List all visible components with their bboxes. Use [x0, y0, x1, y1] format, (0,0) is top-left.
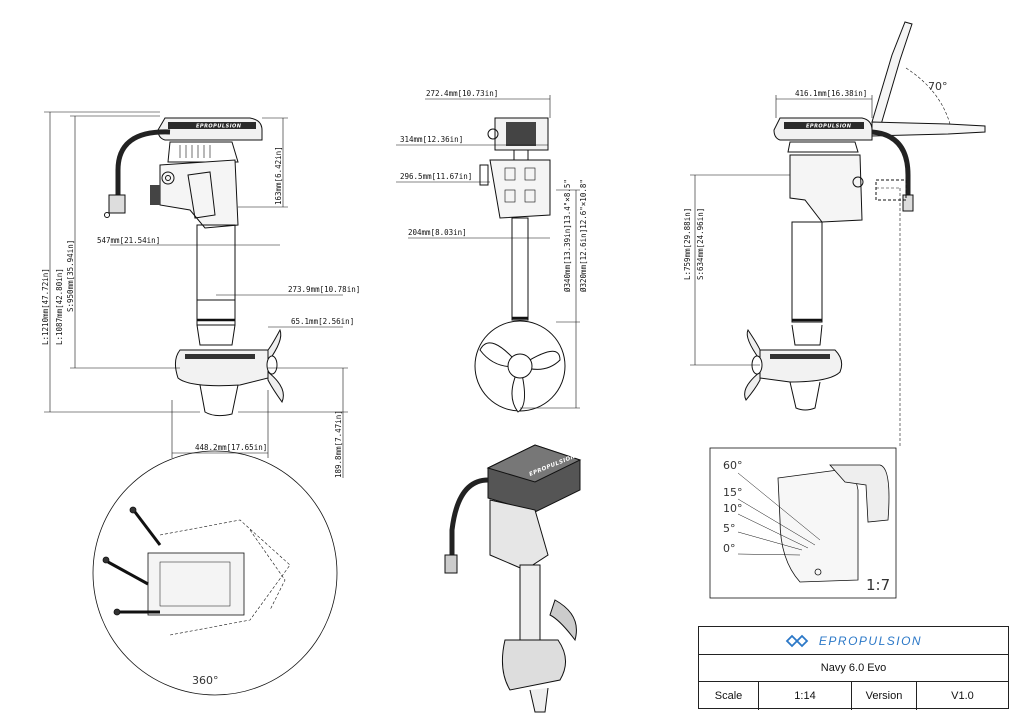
dim-skeg-height: 189.8mm[7.47in]: [334, 410, 343, 478]
detail-angle-5: 5°: [723, 522, 736, 535]
scale-label: Scale: [699, 682, 759, 710]
dim-overall-length: L:1210mm[47.72in]: [41, 268, 50, 345]
side-view: EPROPULSION: [104, 117, 284, 417]
dim-bracket-width: 204mm[8.03in]: [408, 228, 467, 237]
dim-length-l: L:1087mm[42.80in]: [55, 268, 64, 345]
dim-clamp-width: 296.5mm[11.67in]: [400, 172, 472, 181]
motor-brand-side: EPROPULSION: [196, 124, 242, 130]
detail-angle-60: 60°: [723, 459, 743, 472]
version-value: V1.0: [951, 690, 974, 702]
scale-value: 1:14: [759, 682, 852, 710]
tilt-view: EPROPULSION: [744, 21, 986, 411]
dim-clamp-depth: 547mm[21.54in]: [97, 236, 160, 245]
version-label: Version: [852, 682, 917, 710]
dim-tilt-angle: 70°: [928, 80, 948, 93]
iso-view: EPROPULSION: [444, 444, 582, 713]
title-block-model: Navy 6.0 Evo: [699, 655, 1008, 682]
tilt-view-dimensions: [690, 67, 951, 448]
dim-upper-height: 163mm[6.42in]: [274, 146, 283, 205]
motor-brand-tilt: EPROPULSION: [806, 124, 852, 130]
dim-top-width: 272.4mm[10.73in]: [426, 89, 498, 98]
detail-angle-10: 10°: [723, 502, 743, 515]
title-block-logo-row: EPROPULSION: [699, 627, 1008, 655]
dim-shaft-l: L:759mm[29.88in]: [683, 208, 692, 280]
dim-prop-offset: 65.1mm[2.56in]: [291, 317, 354, 326]
dim-prop-diameter-s: Ø320mm[12.6in]12.6"×10.8": [579, 179, 588, 292]
title-block: EPROPULSION Navy 6.0 Evo Scale 1:14 Vers…: [698, 626, 1009, 710]
detail-angle-15: 15°: [723, 486, 743, 499]
rotation-top-view: [92, 450, 338, 696]
epropulsion-logo-icon: [785, 634, 809, 647]
rotation-label: 360°: [192, 674, 219, 687]
dim-shaft-offset: 273.9mm[10.78in]: [288, 285, 360, 294]
dim-tilt-width: 416.1mm[16.38in]: [795, 89, 867, 98]
trim-angle-detail: [709, 447, 897, 599]
dim-total-depth: 448.2mm[17.65in]: [195, 443, 267, 452]
side-view-dimensions: [44, 111, 348, 478]
detail-angle-0: 0°: [723, 542, 736, 555]
detail-scale: 1:7: [866, 576, 890, 594]
title-block-brand: EPROPULSION: [818, 633, 923, 648]
dim-length-s: S:950mm[35.94in]: [66, 240, 75, 312]
dim-head-width: 314mm[12.36in]: [400, 135, 463, 144]
front-view: [474, 117, 566, 413]
front-view-dimensions: [396, 95, 580, 409]
title-block-info-row: Scale 1:14 Version V1.0: [699, 682, 1008, 710]
dim-prop-diameter-l: Ø340mm[13.39in]13.4"×8.5": [563, 179, 572, 292]
dim-shaft-s: S:634mm[24.96in]: [696, 208, 705, 280]
